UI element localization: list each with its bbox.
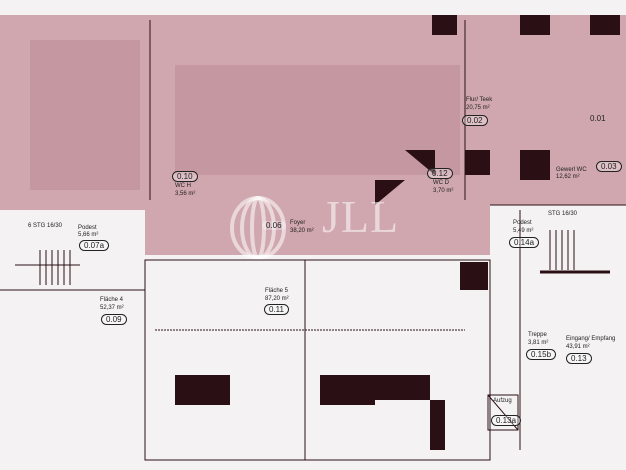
room-area: 3,81 m²	[528, 340, 549, 346]
room-area: 20,75 m²	[466, 105, 490, 111]
room-id: 0.07a	[79, 240, 110, 251]
room-area: 12,62 m²	[556, 174, 580, 180]
room-name: WC H	[175, 183, 191, 189]
room-name: Treppe	[528, 332, 547, 338]
room-name: Fläche 5	[265, 288, 289, 294]
room-area: 5,66 m²	[78, 232, 99, 238]
room-id: 0.13	[566, 353, 592, 364]
room-name: Foyer	[290, 220, 306, 226]
room-area: 5,49 m²	[513, 228, 534, 234]
room-area: 38,20 m²	[290, 228, 314, 234]
jll-watermark: JLL	[322, 191, 400, 242]
room-area: 87,20 m²	[265, 296, 289, 302]
room-id: 0.11	[264, 304, 289, 315]
stair-note-right: STG 16/30	[548, 211, 578, 217]
room-id: 0.14a	[509, 237, 540, 248]
room-id: 0.09	[101, 314, 127, 325]
room-id: 0.03	[596, 161, 622, 172]
room-name: Gewerl WC	[556, 167, 587, 173]
jll-logo-rings	[230, 196, 286, 260]
room-name: Podest	[78, 225, 97, 231]
room-id: 0.10	[172, 171, 198, 182]
room-name: Aufzug	[493, 398, 512, 404]
room-name: Fläche 4	[100, 297, 124, 303]
stair-note-left: 6 STG 16/30	[28, 223, 63, 229]
room-name: Eingang/ Empfang	[566, 336, 616, 342]
room-id: 0.15b	[526, 349, 557, 360]
room-area: 3,56 m²	[175, 191, 196, 197]
room-name: Podest	[513, 220, 532, 226]
room-id: 0.02	[462, 115, 488, 126]
room-id: 0.01	[590, 114, 606, 123]
room-name: WC D	[433, 180, 449, 186]
room-area: 43,91 m²	[566, 344, 590, 350]
room-area: 52,37 m²	[100, 305, 124, 311]
stairs-left	[15, 250, 80, 285]
stairs-right	[540, 230, 610, 274]
room-id: 0.06	[262, 221, 286, 230]
room-id: 0.12	[427, 168, 453, 179]
room-name: Flur/ Teek	[466, 97, 493, 103]
room-area: 3,70 m²	[433, 188, 454, 194]
wall-blocks	[175, 15, 620, 450]
elevator-shaft	[487, 394, 519, 431]
room-id: 0.13a	[491, 415, 522, 426]
